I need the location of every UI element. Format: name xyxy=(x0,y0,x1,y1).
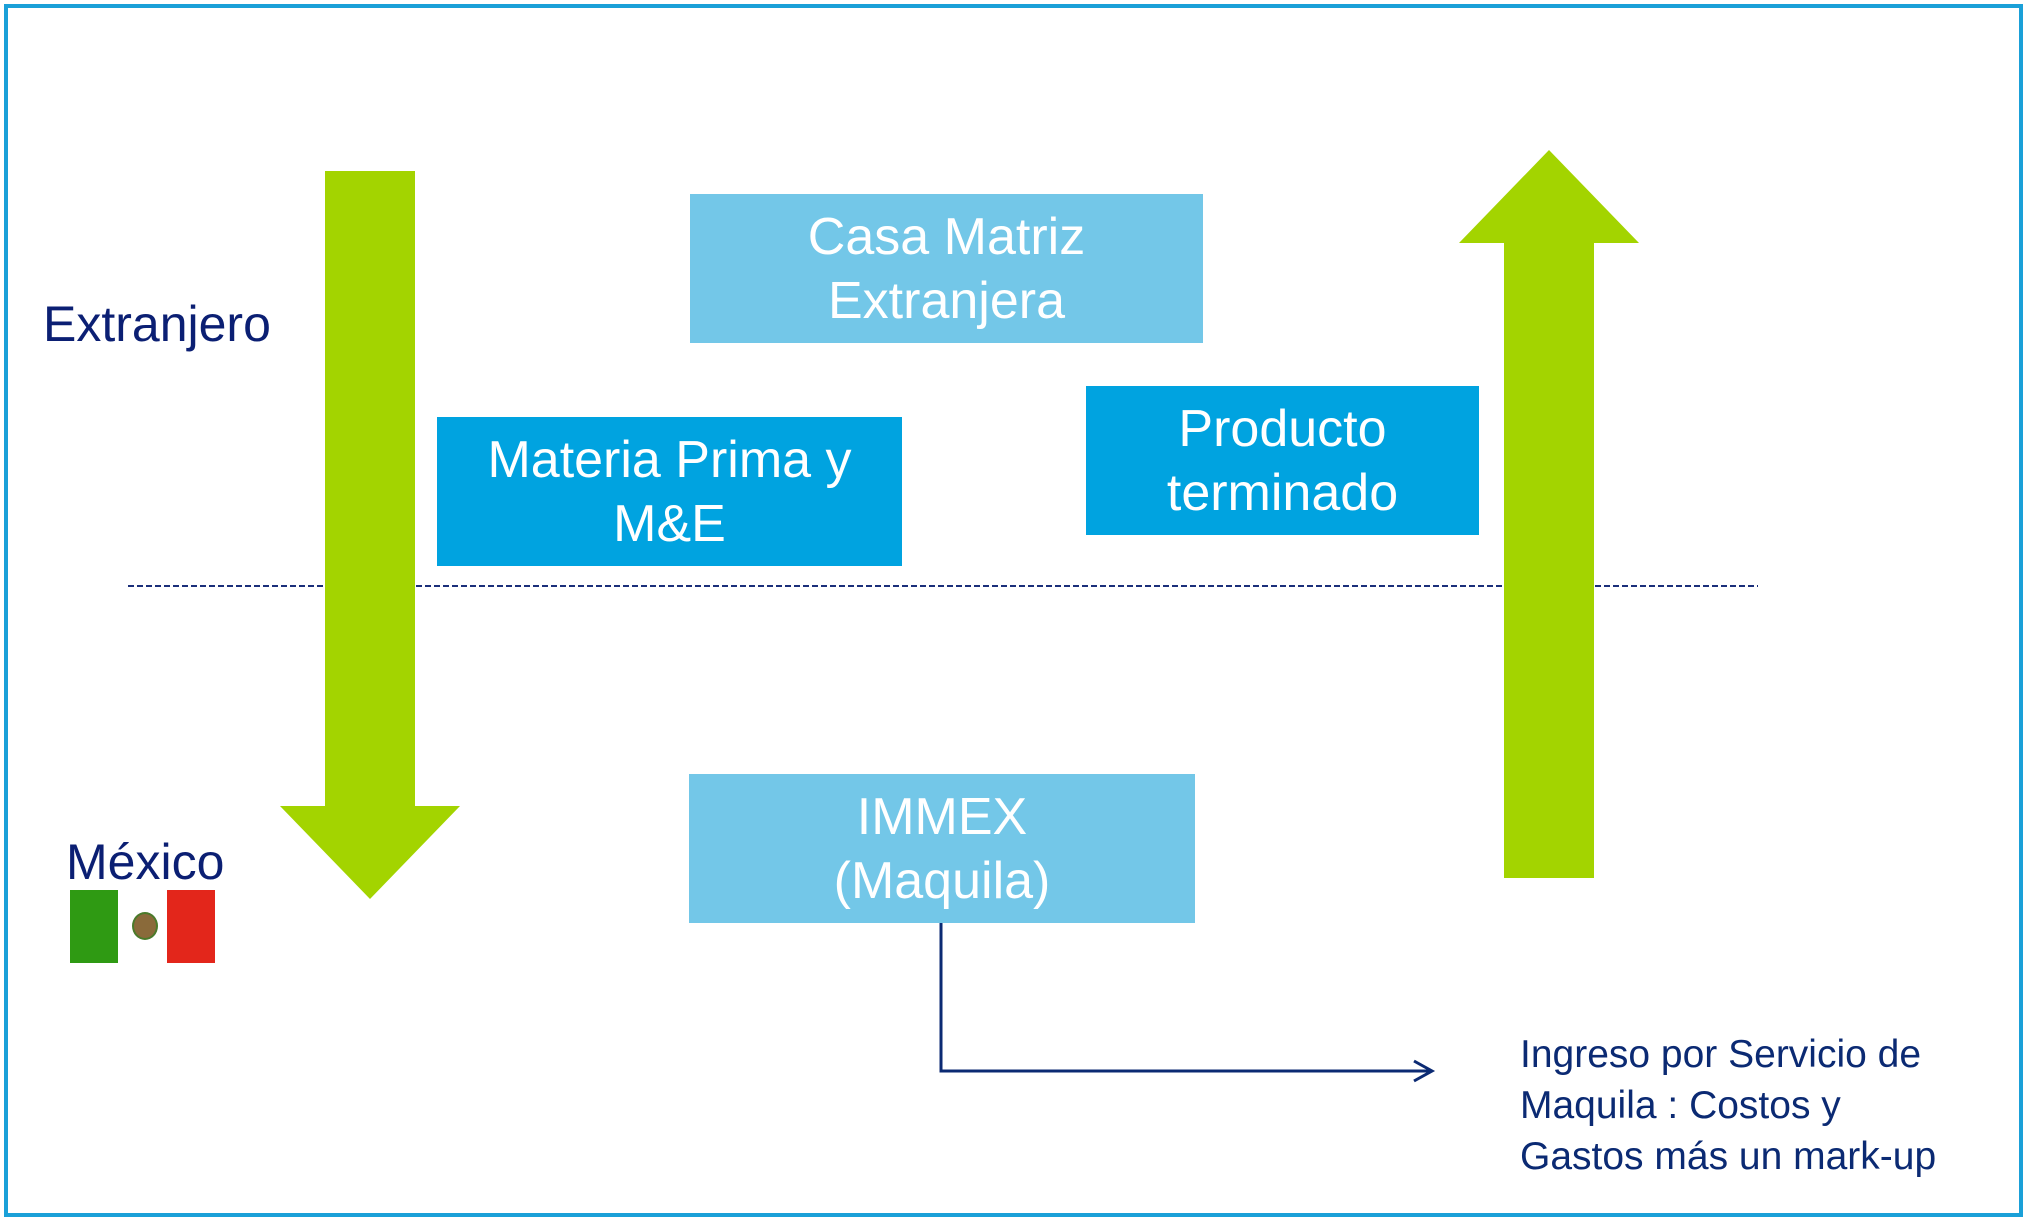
finished-product-box: Producto terminado xyxy=(1086,386,1479,535)
finished-product-line-1: Producto xyxy=(1178,399,1387,458)
mexico-flag-icon xyxy=(70,890,215,963)
finished-product-line-2: terminado xyxy=(1166,463,1399,522)
income-note: Ingreso por Servicio de Maquila : Costos… xyxy=(1520,1029,1936,1182)
parent-company-line-2: Extranjera xyxy=(828,271,1065,330)
income-note-line-2: Maquila : Costos y xyxy=(1520,1084,1841,1127)
export-arrow-up xyxy=(1459,150,1639,878)
mexico-region-label: México xyxy=(66,834,225,890)
parent-company-line-1: Casa Matriz xyxy=(807,207,1086,266)
parent-company-box: Casa Matriz Extranjera xyxy=(690,194,1203,343)
raw-material-line-1: Materia Prima y xyxy=(487,430,852,489)
income-connector-line xyxy=(939,922,1432,1073)
diagram-frame xyxy=(4,4,2023,1217)
raw-material-box: Materia Prima y M&E xyxy=(437,417,902,566)
income-note-line-3: Gastos más un mark-up xyxy=(1520,1135,1937,1178)
import-arrow-down xyxy=(280,171,460,899)
income-note-line-1: Ingreso por Servicio de xyxy=(1520,1033,1922,1076)
immex-line-2: (Maquila) xyxy=(833,851,1051,910)
income-connector-arrowhead xyxy=(1413,1059,1436,1083)
foreign-region-label: Extranjero xyxy=(43,296,271,352)
immex-box: IMMEX (Maquila) xyxy=(689,774,1195,923)
immex-line-1: IMMEX xyxy=(856,787,1028,846)
raw-material-line-2: M&E xyxy=(613,494,726,553)
